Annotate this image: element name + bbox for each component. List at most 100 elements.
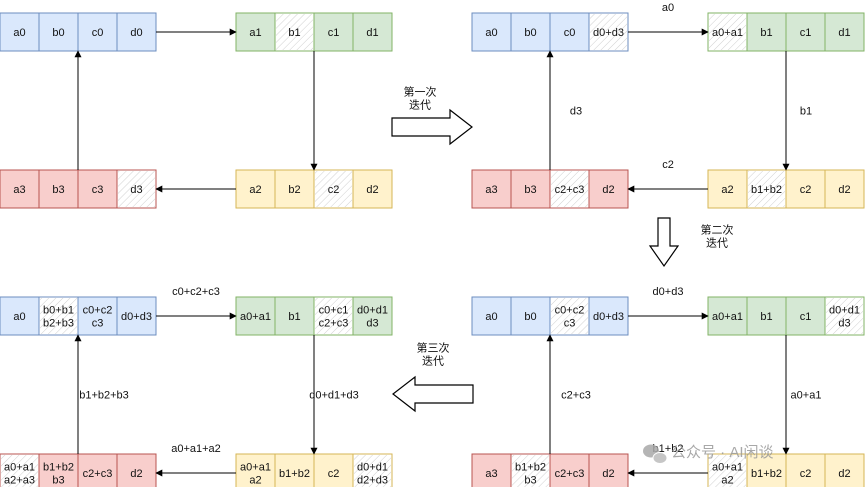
cell-label: a1 — [249, 27, 261, 39]
cell-label: d2 — [366, 184, 378, 196]
cell-label: c1 — [800, 27, 812, 39]
cell-label: d0+d3 — [593, 27, 624, 39]
cell-label: b1+b2 — [751, 184, 782, 196]
transfer-label-left: c2+c3 — [561, 390, 591, 402]
cell-label: a0 — [485, 27, 497, 39]
cell — [588, 296, 629, 336]
transfer-label-right: a0+a1 — [791, 390, 822, 402]
cell-label: b0 — [524, 311, 536, 323]
cell-label: b1+b2 — [279, 468, 310, 480]
cell — [274, 296, 315, 336]
cell-label: a3 — [485, 184, 497, 196]
cell-label: c2 — [328, 184, 340, 196]
hatch-overlay — [512, 455, 549, 487]
cell-label: a3 — [13, 184, 25, 196]
cell-label: c2+c3 — [555, 468, 585, 480]
cell-label: a3 — [485, 468, 497, 480]
wechat-icon — [643, 444, 668, 464]
cell — [549, 453, 590, 487]
cell — [116, 12, 157, 52]
cell — [235, 296, 276, 336]
ring-arrows — [74, 28, 318, 193]
cell — [824, 453, 865, 487]
cell-label: d0+d3 — [121, 311, 152, 323]
cell-label: a2 — [721, 184, 733, 196]
transfer-label-bottom: b1+b2 — [653, 443, 684, 455]
iteration-step-2: 第二次迭代 — [648, 217, 734, 268]
hatch-overlay — [315, 171, 352, 207]
hatch-overlay — [826, 298, 863, 334]
cell-label: c0 — [92, 27, 104, 39]
cell — [707, 169, 748, 209]
hatch-overlay — [748, 171, 785, 207]
cell-label: d2 — [838, 184, 850, 196]
iteration-arrow-down-icon — [648, 217, 680, 268]
ring-arrows — [74, 312, 318, 477]
cell — [510, 169, 551, 209]
iteration-step-3: 第三次迭代 — [392, 341, 474, 413]
ring-arrows — [546, 312, 790, 477]
cell-label: b1+b2 — [751, 468, 782, 480]
cell-label: c2+c3 — [555, 184, 585, 196]
transfer-label-right: b1 — [800, 106, 812, 118]
cell-label: c3 — [92, 184, 104, 196]
cell — [588, 169, 629, 209]
cell — [471, 12, 512, 52]
iteration-arrow-right-icon — [391, 108, 473, 146]
hatch-overlay — [551, 298, 588, 334]
cell-label: d0 — [130, 27, 142, 39]
cell — [549, 12, 590, 52]
cell-label: b3 — [524, 184, 536, 196]
cell-label: c2 — [800, 468, 812, 480]
cell-label: a0 — [13, 311, 25, 323]
cell-label: d0+d3 — [593, 311, 624, 323]
iteration-arrow-left-icon — [392, 375, 474, 413]
transfer-label-left: b1+b2+b3 — [79, 390, 129, 402]
hatch-overlay — [354, 455, 391, 487]
cell-label: a0+a1 — [712, 311, 743, 323]
cell-label: a2 — [249, 184, 261, 196]
cell-label: d2 — [602, 184, 614, 196]
hatch-overlay — [40, 298, 77, 334]
cell — [77, 12, 118, 52]
transfer-label-left: d3 — [570, 106, 582, 118]
cell-label: b1 — [288, 311, 300, 323]
cell — [116, 453, 157, 487]
cell — [471, 296, 512, 336]
cell — [313, 453, 354, 487]
cell — [746, 12, 787, 52]
cell-label: b1 — [760, 311, 772, 323]
transfer-label-bottom: a0+a1+a2 — [171, 443, 221, 455]
row-red: a3 b3 c2+c3 d2 — [471, 169, 629, 209]
cell — [785, 12, 826, 52]
cell-label: b0 — [52, 27, 64, 39]
cell — [313, 12, 354, 52]
cell-label: d3 — [130, 184, 142, 196]
cell — [77, 296, 118, 336]
hatch-overlay — [709, 14, 746, 50]
cell-label: c2+c3 — [83, 468, 113, 480]
cell-label: d2 — [130, 468, 142, 480]
hatch-overlay — [315, 298, 352, 334]
cell — [785, 296, 826, 336]
cell-label: b0 — [524, 27, 536, 39]
cell — [352, 169, 393, 209]
cell — [274, 169, 315, 209]
